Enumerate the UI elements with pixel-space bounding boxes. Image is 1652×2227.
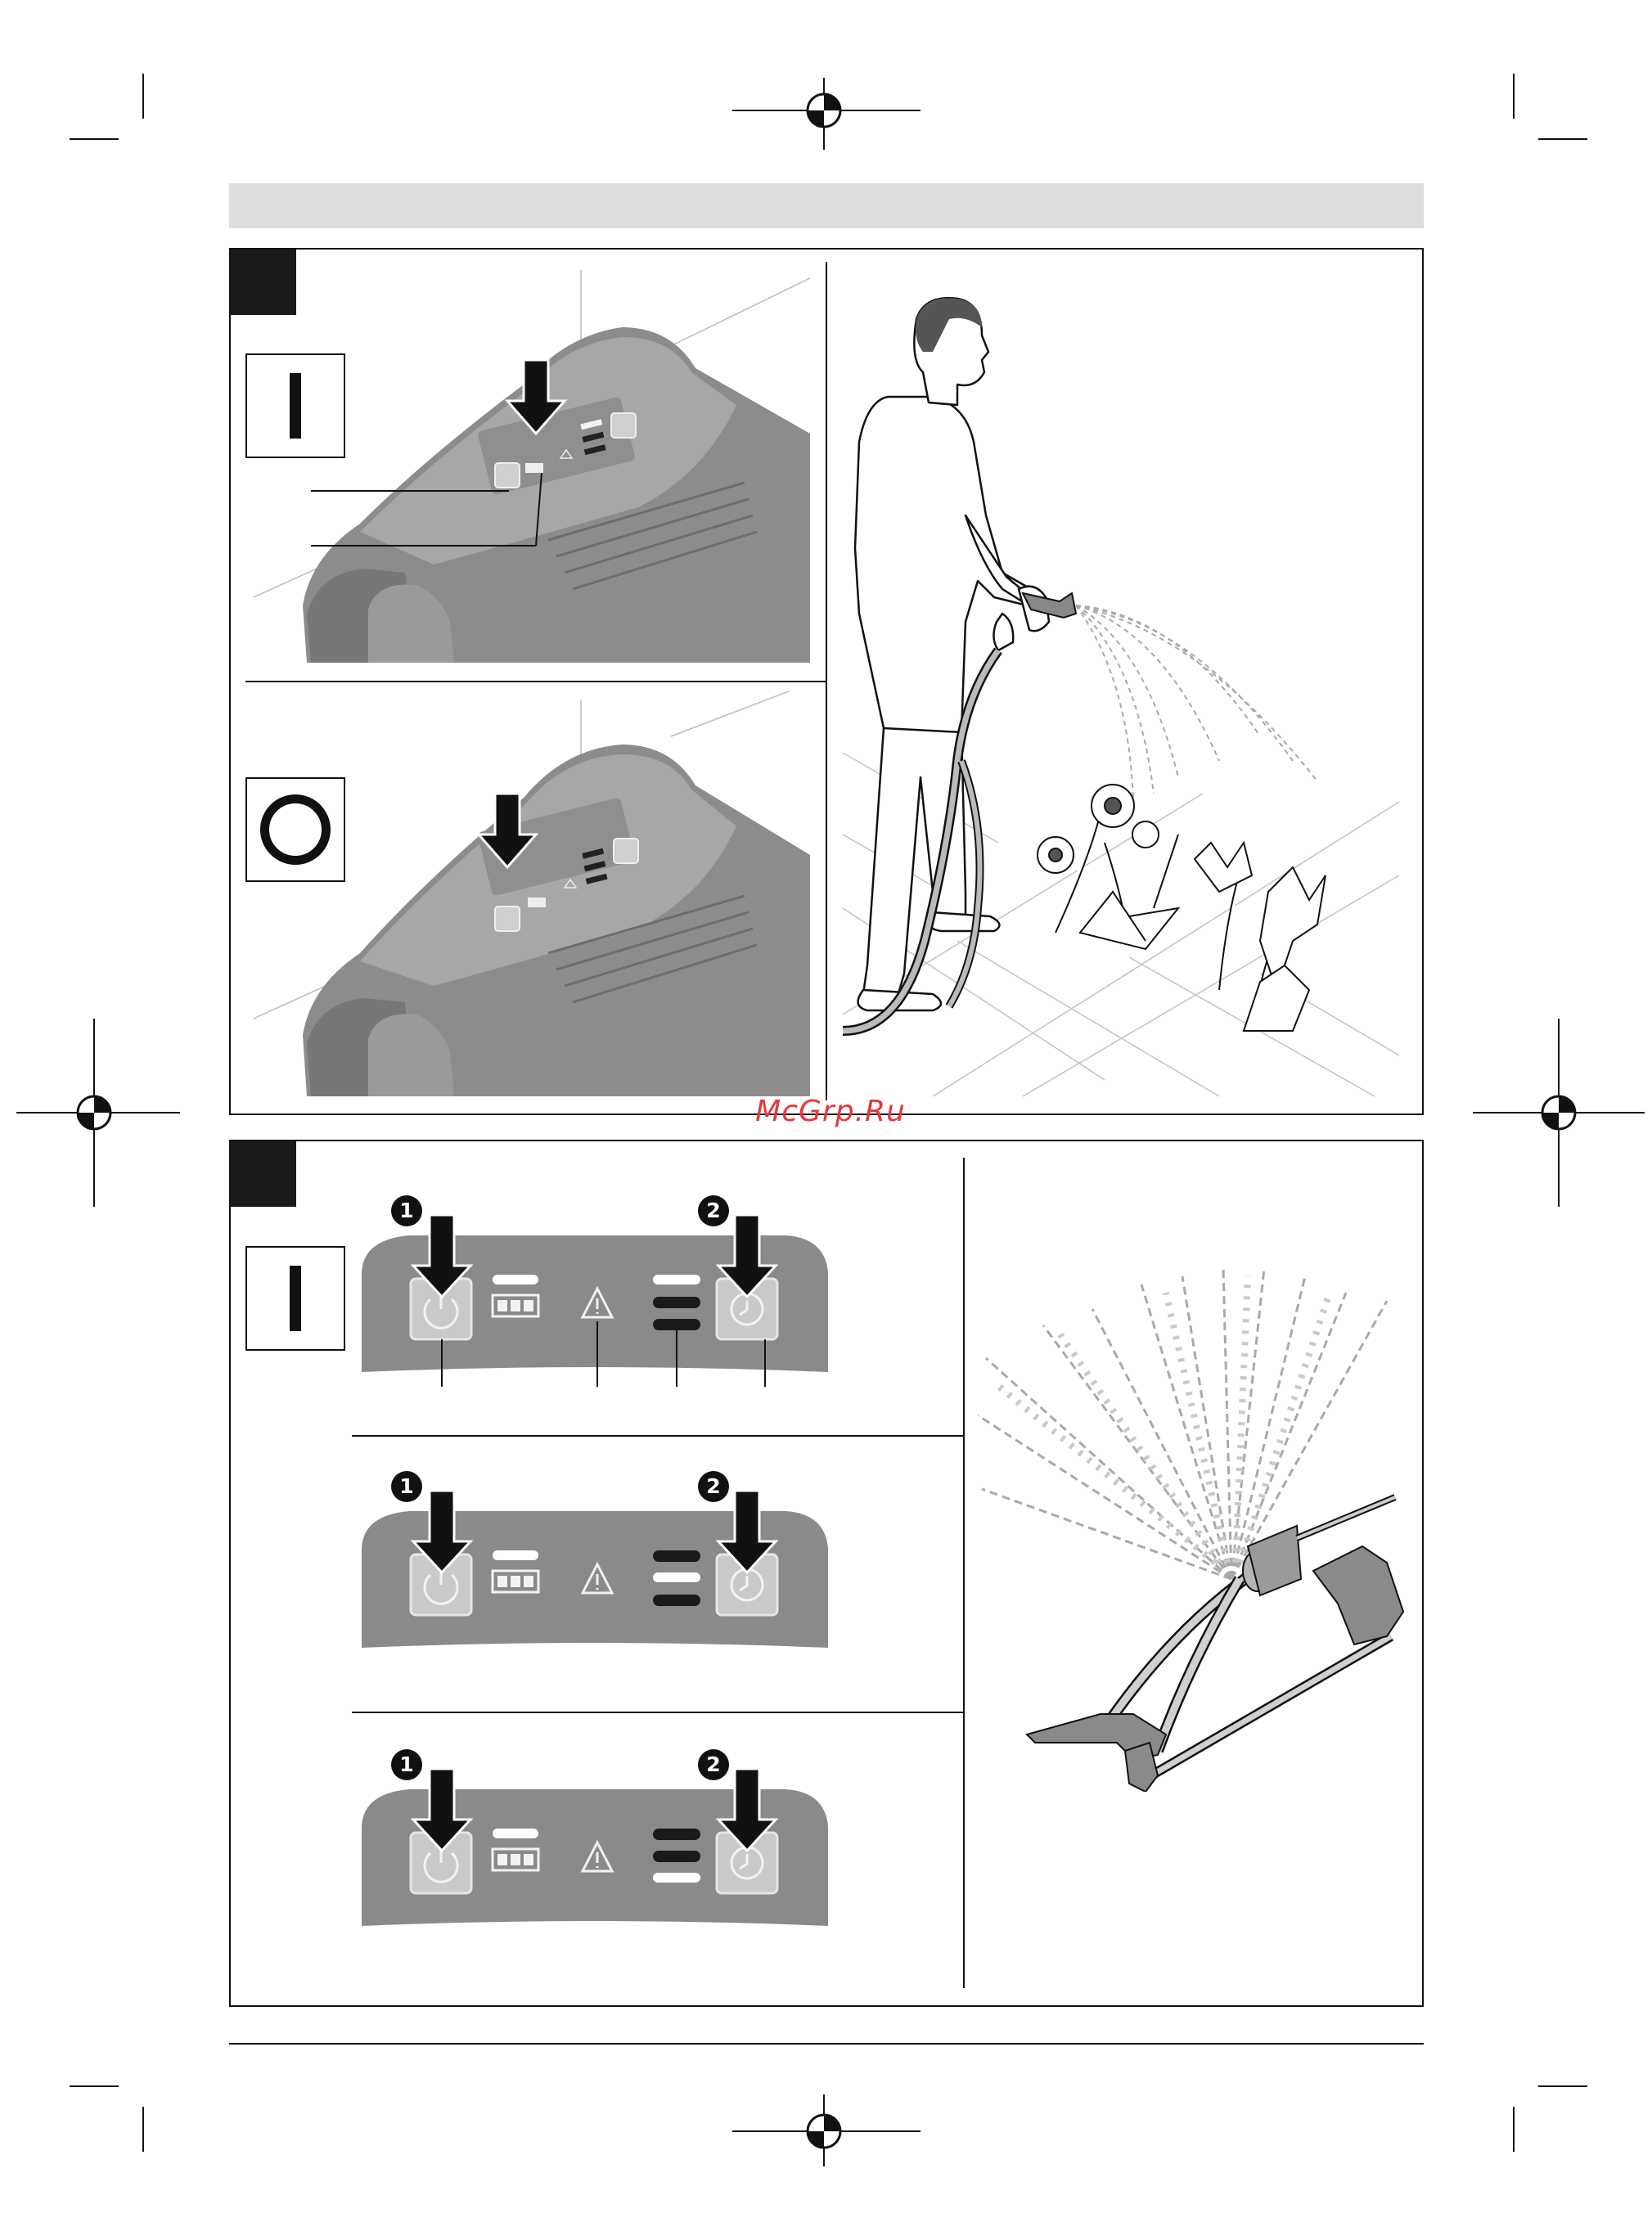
step-number-1: 1 [391, 1471, 422, 1502]
timer-led-2 [653, 1297, 700, 1308]
step-number-1: 1 [391, 1749, 422, 1780]
timer-led-1 [653, 1829, 700, 1840]
sprinkler-illustration [978, 1252, 1411, 1792]
timer-led-2 [653, 1851, 700, 1862]
step-number-1: 1 [391, 1195, 422, 1226]
led-indicator [493, 1550, 538, 1560]
timer-led-1 [653, 1275, 700, 1284]
step-number-2: 2 [698, 1471, 729, 1502]
timer-led-3 [653, 1595, 700, 1606]
led-indicator [493, 1275, 538, 1284]
timer-led-3 [653, 1873, 700, 1883]
control-panel-3: 1 2 [352, 1744, 843, 1941]
control-panel-2: 1 2 [352, 1466, 843, 1662]
on-symbol [245, 1246, 345, 1351]
step-number-2: 2 [698, 1749, 729, 1780]
control-panel-1: 1 2 [352, 1190, 843, 1387]
timer-led-2 [653, 1572, 700, 1582]
timer-led-1 [653, 1550, 700, 1562]
timer-led-3 [653, 1319, 700, 1330]
led-indicator [493, 1829, 538, 1838]
step-number-2: 2 [698, 1195, 729, 1226]
